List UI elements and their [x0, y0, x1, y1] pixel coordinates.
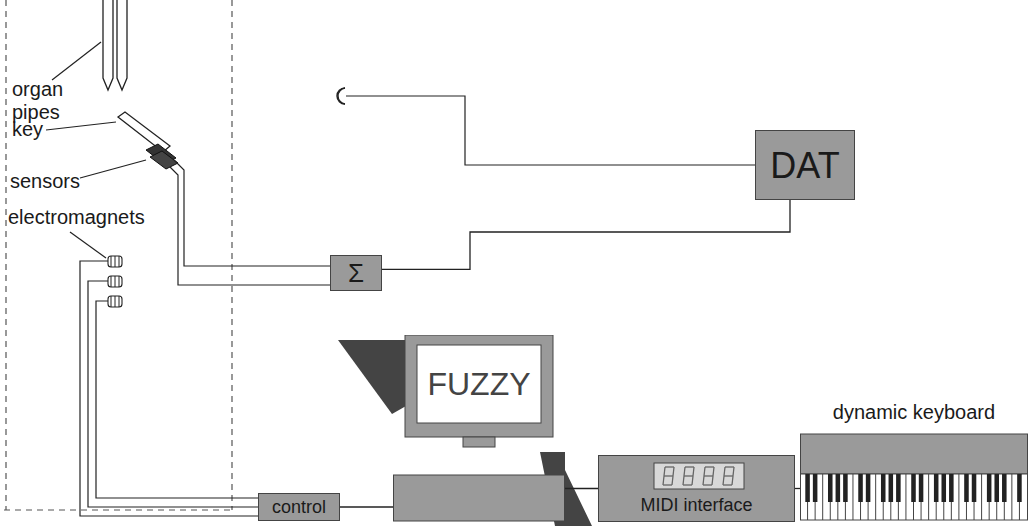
computer: FUZZY	[393, 335, 565, 522]
key	[118, 112, 178, 169]
connector-wire	[795, 488, 800, 489]
connector-wire	[340, 506, 393, 507]
node-text: control	[272, 496, 326, 518]
organ-pipes	[103, 0, 127, 90]
recorder-box: DAT	[755, 130, 855, 200]
sensor-wires	[170, 160, 330, 285]
node-text: dynamic keyboard	[833, 400, 995, 424]
node-text: DAT	[770, 144, 839, 187]
node-text: FUZZY	[427, 365, 530, 403]
microphone	[337, 88, 755, 165]
computer-drawing	[393, 335, 565, 522]
control-box: control	[258, 493, 340, 521]
electromagnets	[80, 256, 258, 516]
part-label: sensors	[10, 170, 80, 193]
part-label: key	[12, 118, 43, 141]
node-text: MIDI interface	[640, 494, 752, 516]
connector-wire	[382, 200, 790, 269]
summer-box: Σ	[330, 255, 382, 291]
keyboard: dynamic keyboard	[800, 400, 1028, 522]
part-label: organ pipes	[12, 78, 84, 124]
part-label: electromagnets	[8, 206, 145, 229]
boundary-dashes	[4, 0, 232, 510]
midi-box: MIDI interface	[598, 455, 795, 522]
node-text: Σ	[348, 258, 364, 289]
connector-wire	[565, 488, 598, 489]
